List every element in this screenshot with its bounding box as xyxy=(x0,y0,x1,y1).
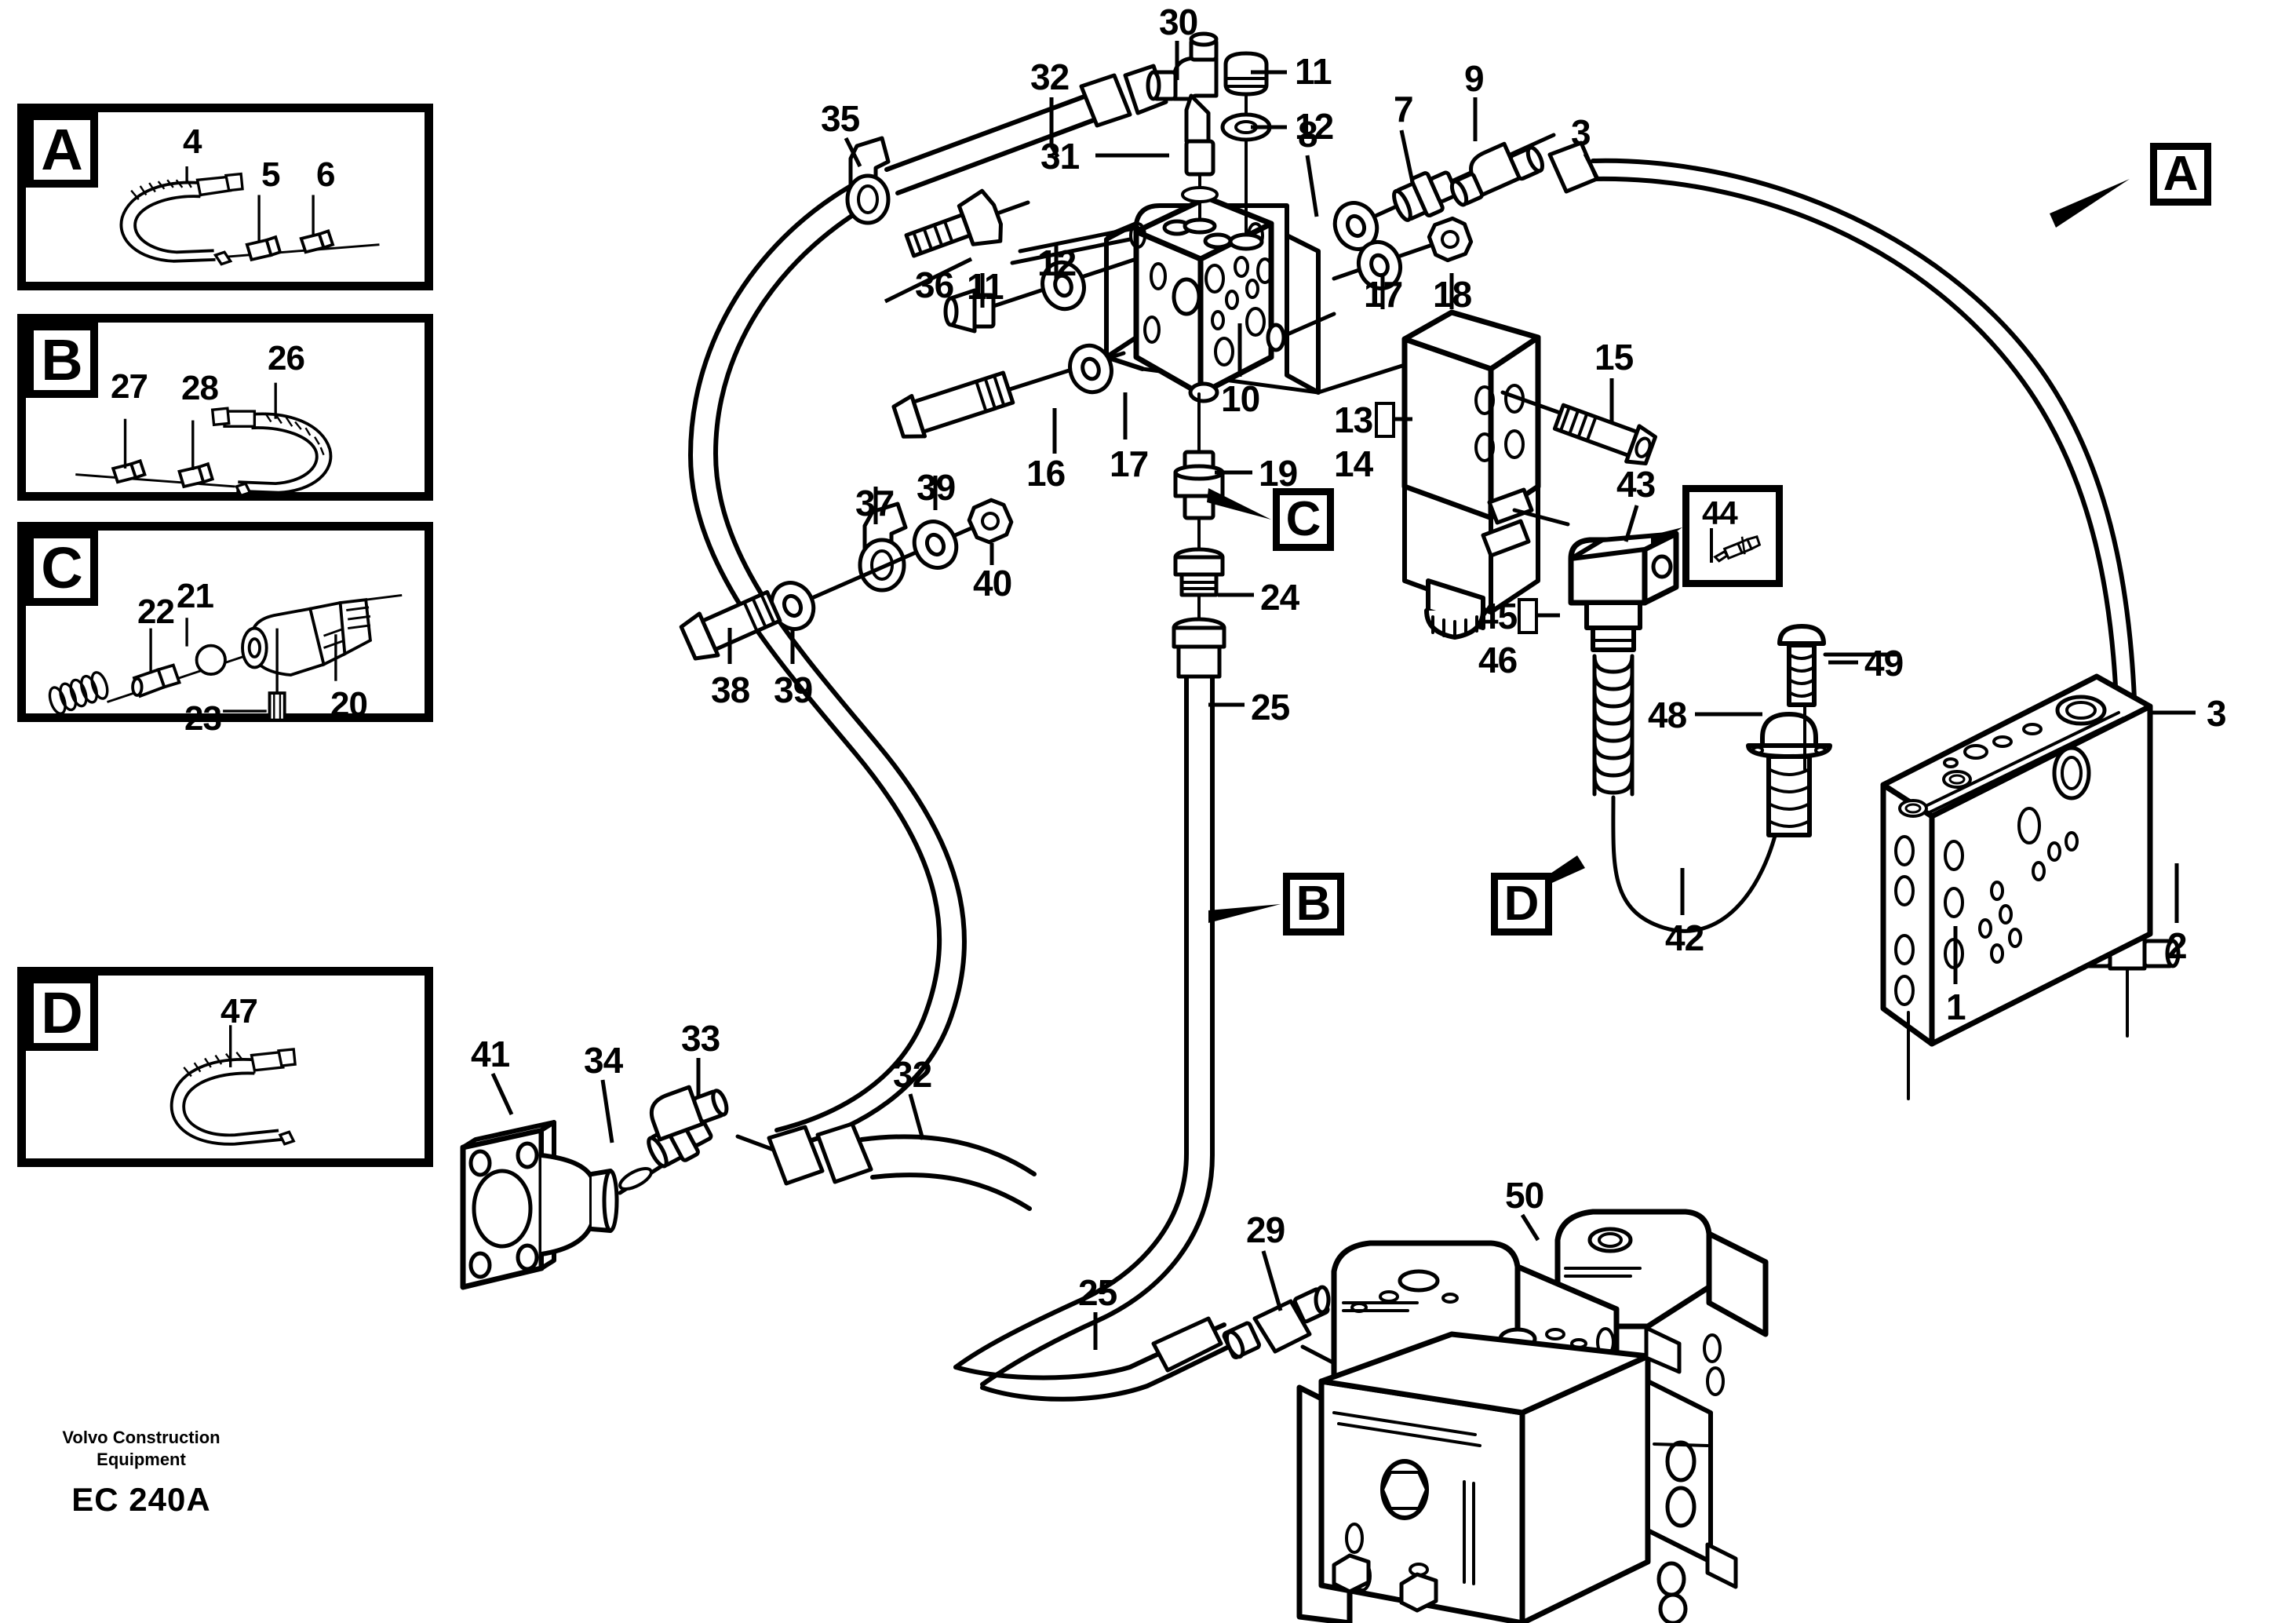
part-number-39-low: 39 xyxy=(774,669,813,710)
detail-panel-b-art xyxy=(75,382,333,498)
part-number-13: 13 xyxy=(1334,399,1373,440)
part-number-48: 48 xyxy=(1648,695,1687,735)
part-number-9: 9 xyxy=(1464,58,1485,99)
part-number-43: 43 xyxy=(1616,464,1656,505)
part-number-50: 50 xyxy=(1505,1175,1544,1216)
part-number-47: 47 xyxy=(220,992,258,1030)
part-number-21: 21 xyxy=(177,577,214,615)
part-number-35: 35 xyxy=(821,98,860,139)
part-number-36: 36 xyxy=(915,264,954,305)
part-number-30: 30 xyxy=(1159,2,1198,42)
part-number-40: 40 xyxy=(973,563,1012,604)
part-number-25-low: 25 xyxy=(1078,1272,1117,1313)
part-number-14: 14 xyxy=(1334,443,1373,484)
part-number-17-left: 17 xyxy=(1110,443,1149,484)
detail-panel-d: D 47 xyxy=(17,967,433,1167)
detail-box-44: 44 xyxy=(1682,485,1783,587)
index-box-13-14 xyxy=(1375,402,1395,438)
part-number-12-top: 12 xyxy=(1295,106,1334,147)
part-number-49: 49 xyxy=(1864,643,1904,684)
model-code: EC 240A xyxy=(71,1481,211,1518)
part-number-37: 37 xyxy=(855,483,895,523)
part-number-1: 1 xyxy=(1946,987,1966,1027)
part-number-7: 7 xyxy=(1394,89,1414,129)
part-number-4: 4 xyxy=(183,122,202,161)
part-number-3-top: 3 xyxy=(1571,112,1591,153)
part-number-3-right: 3 xyxy=(2207,693,2227,734)
part-number-11-low: 11 xyxy=(967,266,1004,307)
part-number-34: 34 xyxy=(584,1040,623,1081)
detail-panel-c: C xyxy=(17,522,433,736)
part-number-26: 26 xyxy=(268,339,305,377)
part-number-12-low: 12 xyxy=(1037,243,1077,283)
detail-panel-c-art xyxy=(48,594,403,722)
part-number-6: 6 xyxy=(316,155,336,194)
part-number-31: 31 xyxy=(1040,136,1080,177)
part-number-15: 15 xyxy=(1594,337,1634,377)
index-box-45-46 xyxy=(1518,598,1538,634)
part-number-19: 19 xyxy=(1259,453,1298,494)
detail-panel-b: B 27 28 26 xyxy=(17,314,433,501)
part-number-23: 23 xyxy=(184,699,222,738)
part-number-22: 22 xyxy=(137,593,175,631)
part-number-32-low: 32 xyxy=(893,1054,932,1095)
brand-block: Volvo Construction Equipment EC 240A xyxy=(24,1427,259,1519)
part-number-28: 28 xyxy=(181,369,219,407)
detail-panel-a: A 4 5 6 xyxy=(17,104,433,290)
part-number-38: 38 xyxy=(711,669,750,710)
detail-panel-d-tag: D xyxy=(26,976,98,1051)
part-number-17-right: 17 xyxy=(1364,274,1403,315)
brand-line-2: Equipment xyxy=(97,1449,186,1469)
part-number-29: 29 xyxy=(1246,1209,1285,1250)
detail-panel-d-art xyxy=(169,1025,297,1146)
callout-marker-d: D xyxy=(1491,873,1552,936)
brand-line-1: Volvo Construction xyxy=(62,1428,220,1447)
callout-marker-b: B xyxy=(1283,873,1344,936)
part-number-44: 44 xyxy=(1702,494,1738,531)
part-number-20: 20 xyxy=(330,685,368,724)
part-number-11-top: 11 xyxy=(1295,51,1332,92)
detail-panel-b-tag: B xyxy=(26,323,98,398)
part-number-25-mid: 25 xyxy=(1251,687,1290,728)
part-number-33: 33 xyxy=(681,1018,720,1059)
part-number-45: 45 xyxy=(1478,596,1518,636)
part-number-46: 46 xyxy=(1478,640,1518,680)
detail-panel-c-tag: C xyxy=(26,531,98,606)
detail-panel-a-art xyxy=(119,166,380,266)
part-number-8: 8 xyxy=(1298,114,1318,155)
part-number-32-top: 32 xyxy=(1030,57,1070,97)
part-number-42: 42 xyxy=(1665,917,1704,958)
callout-marker-a: A xyxy=(2150,143,2211,206)
part-number-39-up: 39 xyxy=(917,467,956,508)
detail-box-44-art xyxy=(1713,535,1762,563)
part-number-10: 10 xyxy=(1221,378,1260,419)
detail-panel-a-tag: A xyxy=(26,112,98,188)
part-number-18: 18 xyxy=(1433,274,1472,315)
part-44-leader xyxy=(1710,528,1713,563)
part-number-5: 5 xyxy=(261,155,281,194)
part-number-16: 16 xyxy=(1026,453,1066,494)
callout-marker-c: C xyxy=(1273,488,1334,551)
part-number-24: 24 xyxy=(1260,577,1299,618)
part-number-2: 2 xyxy=(2167,925,2188,966)
part-number-27: 27 xyxy=(111,367,148,406)
part-number-41: 41 xyxy=(471,1034,510,1074)
